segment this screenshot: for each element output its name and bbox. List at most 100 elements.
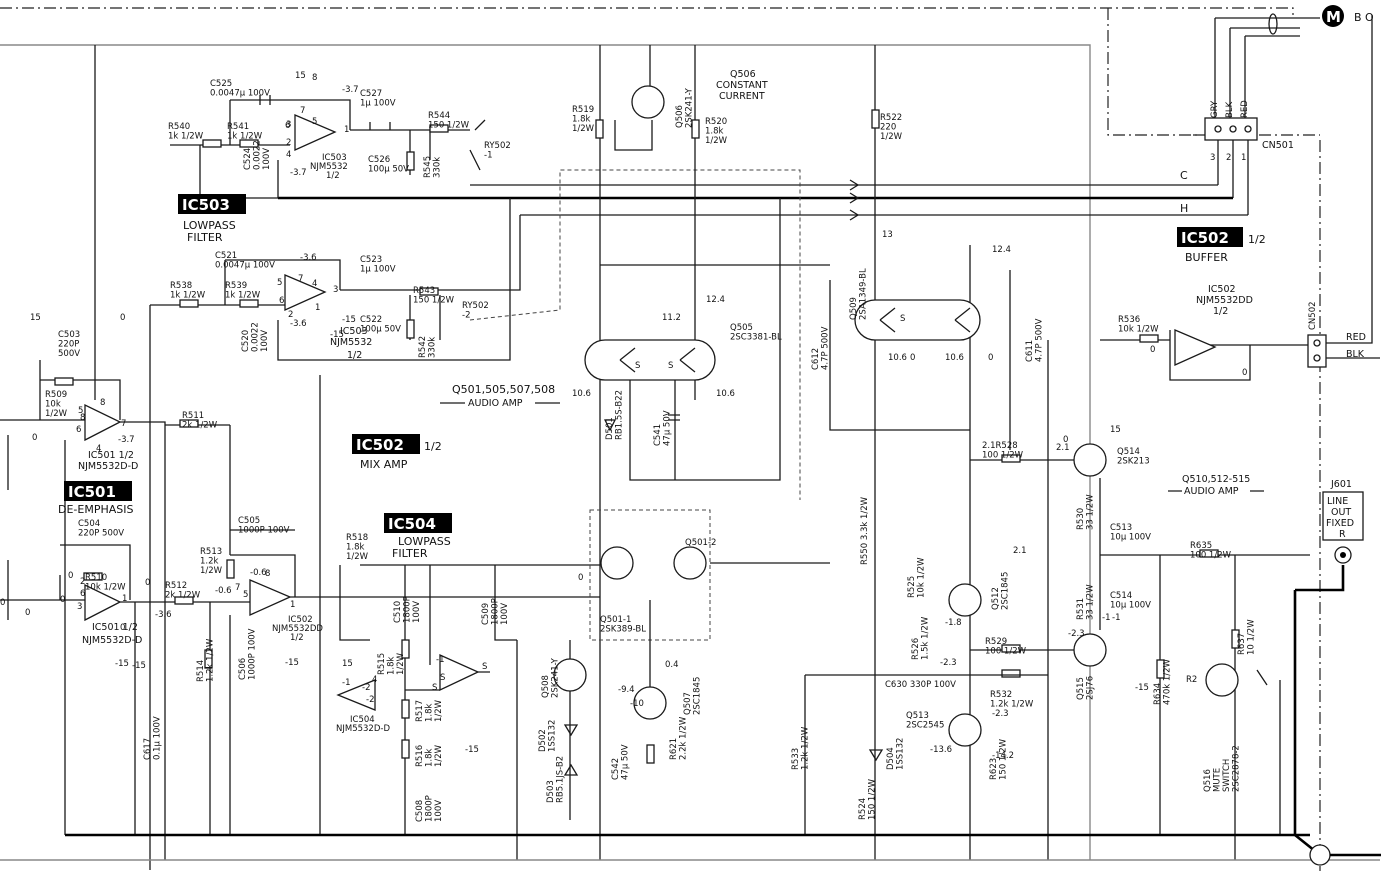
pin-39: S xyxy=(900,314,905,324)
group-q506-line2: CONSTANT xyxy=(716,80,768,91)
signal-c: C xyxy=(1180,169,1188,182)
pin-38: S xyxy=(668,361,673,371)
ic503b-half: 1/2 xyxy=(347,350,362,361)
cn501-wire-red: RED xyxy=(1240,100,1250,118)
test-voltage-42: -1 xyxy=(1112,613,1120,623)
pin-14: 4 xyxy=(312,279,317,289)
ic501-desc: DE-EMPHASIS xyxy=(58,503,133,516)
test-voltage-13: -3.6 xyxy=(155,610,172,620)
component-r524: R524150 1/2W xyxy=(858,778,878,820)
ic501-section xyxy=(0,45,250,860)
component-c630: C630 330P 100V xyxy=(885,680,956,690)
component-r2: R2 xyxy=(1186,675,1197,685)
test-voltage-36: 15 xyxy=(1110,425,1121,435)
marker-trailing-text: B O xyxy=(1354,11,1374,24)
component-d503: D503RB5.1JS-B2 xyxy=(546,756,566,803)
test-voltage-8: 0 xyxy=(120,313,125,323)
ic502b-half: 1/2 xyxy=(290,633,304,643)
test-voltage-43: -1 xyxy=(1102,613,1110,623)
test-voltage-22: 15 xyxy=(342,659,353,669)
ic504-desc2: FILTER xyxy=(392,547,428,560)
pin-11: 2 xyxy=(288,310,293,320)
component-c612: C6124.7P 500V xyxy=(811,326,831,370)
pin-34: S xyxy=(482,662,487,672)
component-c520: C5200.0022100V xyxy=(241,322,270,352)
test-voltage-14: 0 xyxy=(68,571,73,581)
j601-line3: FIXED xyxy=(1326,518,1354,529)
test-voltage-1: -3.7 xyxy=(342,85,359,95)
component-c506: C5061000P 100V xyxy=(238,628,258,680)
test-voltage-50: 0.4 xyxy=(665,660,679,670)
pin-7: 8 xyxy=(312,73,317,83)
component-r542: R542330k xyxy=(418,336,438,358)
pin-19: 8 xyxy=(80,413,85,423)
badge-ic501-text: IC501 xyxy=(68,483,116,501)
test-voltage-32: 10.6 xyxy=(945,353,964,363)
group-q510: Q510,512-515 AUDIO AMP xyxy=(1168,474,1264,497)
test-voltage-10: 0 xyxy=(0,598,5,608)
test-voltage-18: -15 xyxy=(115,659,129,669)
ic501b-name: IC501 1/2 xyxy=(92,622,138,633)
test-voltage-21: 0 xyxy=(120,623,125,633)
component-c524: C5240.0022100V xyxy=(243,140,272,170)
pin-20: 4 xyxy=(96,444,101,454)
output-stage-section xyxy=(0,45,1380,861)
test-voltage-25: 11.2 xyxy=(662,313,681,323)
test-voltage-45: -2.3 xyxy=(992,709,1009,719)
test-voltage-6: -15 xyxy=(330,330,344,340)
cn501-pin1: 1 xyxy=(1241,153,1246,163)
test-voltage-53: -15 xyxy=(132,661,146,671)
pin-1: 7 xyxy=(300,106,305,116)
badge-ic503-text: IC503 xyxy=(182,196,230,214)
badge-ic502-buffer: IC502 1/2 BUFFER xyxy=(1177,227,1266,264)
group-q501-line2: AUDIO AMP xyxy=(468,398,523,409)
group-q510-line2: AUDIO AMP xyxy=(1184,486,1239,497)
pin-22: 2 xyxy=(80,577,85,587)
ic504-name: IC504 xyxy=(350,715,375,725)
component-c509: C5091800P100V xyxy=(481,598,510,625)
badge-ic502-mix: IC502 1/2 MIX AMP xyxy=(352,434,442,471)
pin-17: 6 xyxy=(76,425,81,435)
j601-line4: R xyxy=(1339,529,1346,540)
component-r621: R6212.2k 1/2W xyxy=(669,716,689,760)
component-d504: D5041SS132 xyxy=(886,738,906,770)
pin-32: -2 xyxy=(366,695,374,705)
ic502-mix-desc: MIX AMP xyxy=(360,458,408,471)
component-r637: R63710 1/2W xyxy=(1237,619,1257,655)
group-q506: Q506 CONSTANT CURRENT xyxy=(716,69,768,102)
group-q510-line1: Q510,512-515 xyxy=(1182,474,1250,485)
component-q501_2: Q501-2 xyxy=(685,538,716,548)
badge-ic504: IC504 LOWPASS FILTER xyxy=(384,513,452,560)
ic502a-part: NJM5532DD xyxy=(1196,295,1253,306)
pin-30: -2 xyxy=(362,683,370,693)
test-voltage-29: 13 xyxy=(882,230,893,240)
cn501-wire-gry: GRY xyxy=(1210,100,1220,118)
marker-letter: M xyxy=(1326,8,1341,26)
cn502-label: CN502 xyxy=(1308,301,1318,330)
component-q512: Q5122SC1845 xyxy=(991,572,1011,610)
test-voltage-52: 0 xyxy=(988,353,993,363)
test-voltage-11: 0 xyxy=(25,608,30,618)
ic502b-name: IC502 xyxy=(288,615,313,625)
ic502b-part: NJM5532DD xyxy=(272,624,323,634)
test-voltage-3: -3.6 xyxy=(300,253,317,263)
test-voltage-0: 15 xyxy=(295,71,306,81)
test-voltage-12: -3.7 xyxy=(118,435,135,445)
test-voltage-33: 0 xyxy=(1150,345,1155,355)
component-r634: R634470k 1/2W xyxy=(1153,658,1173,705)
badge-ic501: IC501 DE-EMPHASIS xyxy=(58,481,133,516)
component-r515: R5151.8k1/2W xyxy=(377,652,406,675)
signal-bus: C H xyxy=(278,169,1248,221)
component-r516: R5161.8k1/2W xyxy=(415,744,444,767)
